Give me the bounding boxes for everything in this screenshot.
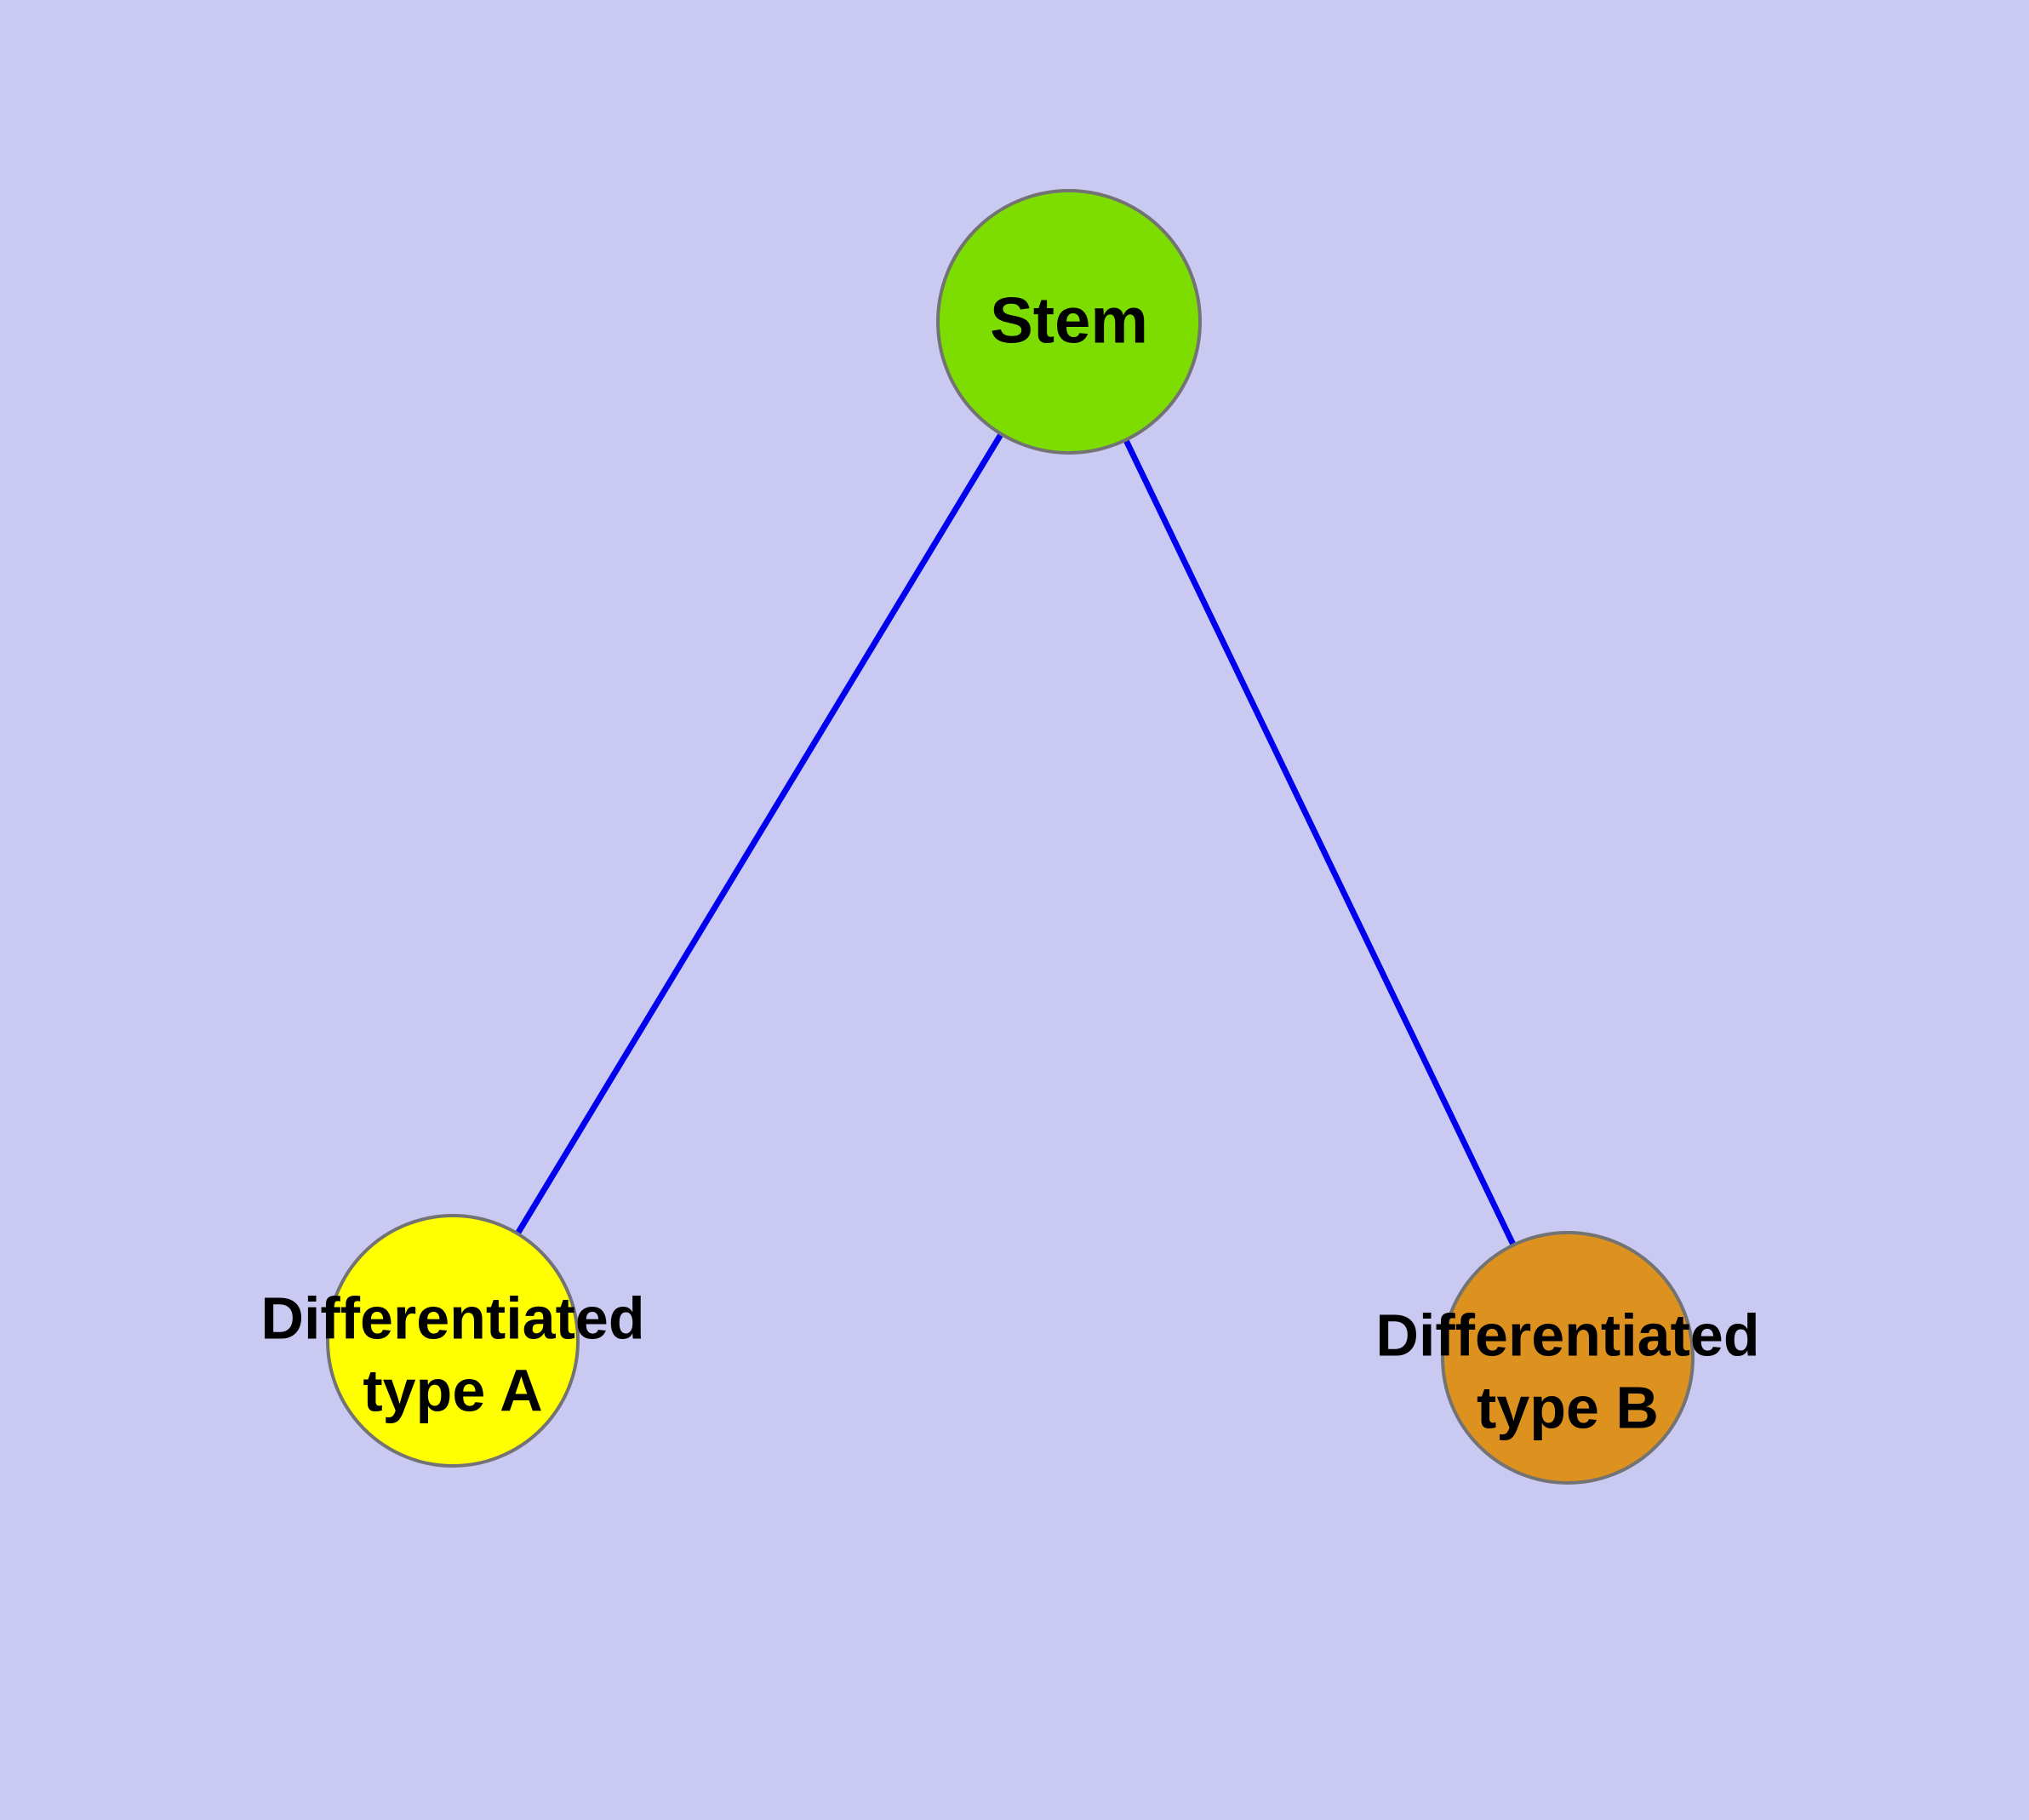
edge-stem-to-type-a: [449, 318, 1072, 1344]
node-type-a-circle: [326, 1214, 580, 1468]
node-stem-circle: [936, 189, 1202, 455]
node-type-b-circle: [1441, 1231, 1695, 1485]
edge-stem-to-type-b: [1066, 318, 1571, 1361]
